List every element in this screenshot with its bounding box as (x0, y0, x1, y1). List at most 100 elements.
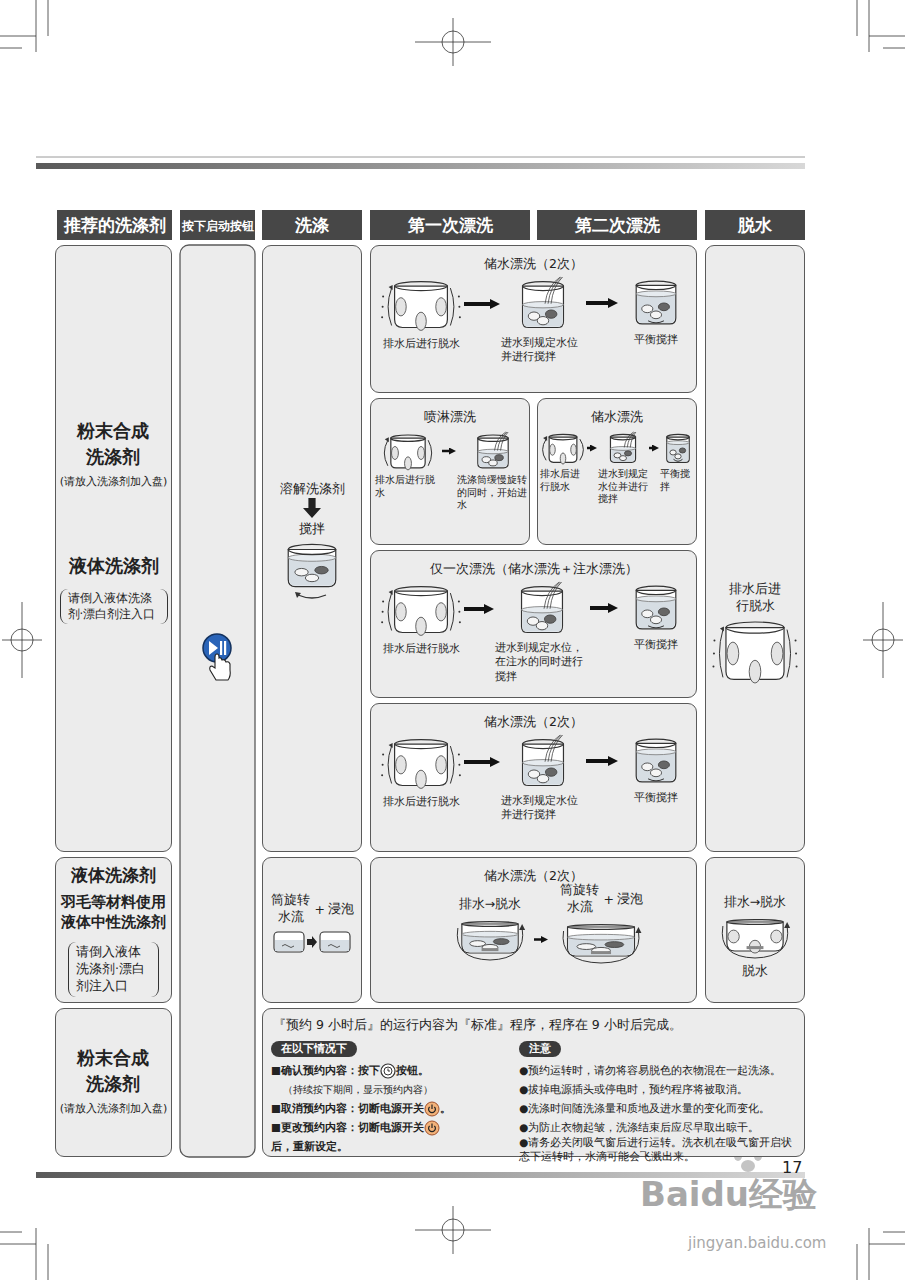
text-line: 排水→脱水 (706, 892, 804, 911)
ellipse-shape (605, 942, 624, 948)
text-line: ●请务必关闭吸气窗后进行运转。洗衣机在吸气窗开启状态下运转时，水滴可能会飞溅出来… (519, 1136, 799, 1163)
path-shape (857, 0, 905, 52)
text-line: 粉末合成洗涤剂 (56, 418, 171, 470)
node-text: 喷淋漂洗 (424, 409, 476, 426)
node-text: + (603, 892, 613, 907)
circle-shape (713, 653, 715, 655)
wash-box: 溶解洗涤剂搅拌 (262, 245, 362, 852)
ellipse-shape (650, 311, 661, 319)
spin-box: 排水后进行脱水 (705, 245, 805, 852)
ellipse-shape (418, 446, 425, 459)
flow-arrow (587, 447, 591, 450)
circle-shape (796, 665, 798, 667)
text-line (263, 926, 361, 956)
path-shape (2, 602, 42, 678)
circle-shape (382, 306, 384, 308)
ellipse-shape (523, 302, 564, 308)
circle-shape (382, 295, 384, 297)
header-band: 第一次漂洗 (370, 210, 530, 240)
path-shape (857, 1228, 905, 1280)
path-shape (457, 928, 522, 960)
drum-illustration (470, 431, 516, 471)
node-text: + (314, 902, 324, 917)
node-text: 按钮。 (396, 1063, 429, 1079)
header-band: 第二次漂洗 (537, 210, 697, 240)
note-column: 在以下情况下■确认预约内容：按下按钮。（持续按下期间，显示预约内容）■取消预约内… (271, 1039, 515, 1155)
path-shape (388, 1068, 390, 1071)
ellipse-shape (495, 455, 504, 461)
text-line (379, 581, 463, 637)
circle-shape (382, 611, 384, 613)
drum-illustration (381, 734, 461, 790)
step-box: 进水到规定水位并进行搅拌 (598, 431, 648, 541)
ellipse-shape (416, 312, 427, 330)
circle-shape (795, 640, 797, 642)
text-line: 液体洗涤剂 (56, 864, 171, 888)
ellipse-shape (636, 281, 676, 289)
path-shape (637, 752, 675, 781)
ellipse-shape (522, 607, 563, 613)
text-line: 储水漂洗 (538, 407, 696, 426)
text-line: ■确认预约内容：按下按钮。 (271, 1060, 515, 1079)
text-line: 排水后进行脱水 (375, 471, 441, 499)
step-box: 平衡搅拌 (619, 581, 693, 693)
node-text: 推荐的洗涤剂 (64, 214, 166, 237)
ellipse-shape (416, 617, 427, 635)
node-text: 粉末合成洗涤剂 (72, 1045, 155, 1097)
wash-box: 筒旋转水流+浸泡 (262, 857, 362, 1003)
ellipse-shape (462, 922, 518, 927)
rect-shape (591, 951, 611, 954)
path-shape (415, 18, 491, 66)
node-text: 排水→脱水 (459, 896, 521, 913)
circle-shape (458, 295, 460, 297)
text-line: 第二次漂洗 (575, 214, 660, 237)
path-shape (568, 927, 635, 956)
text-line: 洗涤筒缓慢旋转的同时，开始进水 (457, 471, 529, 512)
path-shape (298, 595, 326, 598)
ellipse-shape (305, 574, 318, 581)
drum-illustration (604, 431, 642, 465)
note-box: 『预约 9 小时后』的运行内容为『标准』程序，程序在 9 小时后完成。在以下情况… (262, 1008, 805, 1157)
text-line (263, 498, 361, 519)
node-text: (请放入洗涤剂加入盘) (60, 474, 168, 489)
text-line: 储水漂洗（2次） (371, 712, 696, 731)
path-shape (275, 940, 303, 951)
ellipse-shape (396, 756, 407, 774)
ellipse-shape (592, 947, 611, 953)
ellipse-shape (462, 931, 518, 937)
circle-shape (425, 1121, 439, 1135)
pw-illustration (424, 1101, 440, 1117)
ellipse-shape (727, 642, 739, 665)
rinse-panel: 储水漂洗（2次）排水→脱水筒旋转水流+浸泡 (370, 857, 697, 1003)
drum-illustration (626, 734, 686, 786)
path-shape (580, 439, 584, 460)
ellipse-shape (392, 446, 399, 459)
ellipse-shape (636, 596, 676, 602)
ellipse-shape (642, 763, 653, 771)
text-line: 羽毛等材料使用液体中性洗涤剂 (56, 888, 171, 933)
path-shape (648, 321, 664, 323)
text-line: 进水到规定水位并进行搅拌 (501, 790, 585, 823)
path-shape (787, 630, 791, 678)
node-text: 液体洗涤剂 (69, 553, 159, 579)
text-line: 排水后进行脱水 (379, 637, 463, 657)
text-line: 推荐的洗涤剂 (64, 214, 166, 237)
node-text: 储水漂洗 (591, 409, 643, 426)
circle-shape (459, 316, 461, 318)
text-line (549, 916, 653, 966)
node-text: 浸泡 (617, 891, 643, 908)
node-text: 筒旋转水流 (270, 892, 311, 926)
flow-arrow (586, 759, 609, 763)
path-shape (478, 438, 508, 468)
path-shape (544, 582, 559, 609)
rect-shape (274, 932, 304, 952)
text-line: 脱水 (738, 214, 772, 237)
rect-shape (747, 946, 764, 949)
node-text: (请放入洗涤剂加入盘) (60, 1101, 168, 1116)
path-shape (0, 0, 48, 52)
text-line: (请放入洗涤剂加入盘) (56, 470, 171, 489)
ellipse-shape (482, 944, 498, 950)
step-box: 排水后进行脱水 (379, 276, 463, 386)
step-box: 筒旋转水流+浸泡 (549, 882, 653, 994)
